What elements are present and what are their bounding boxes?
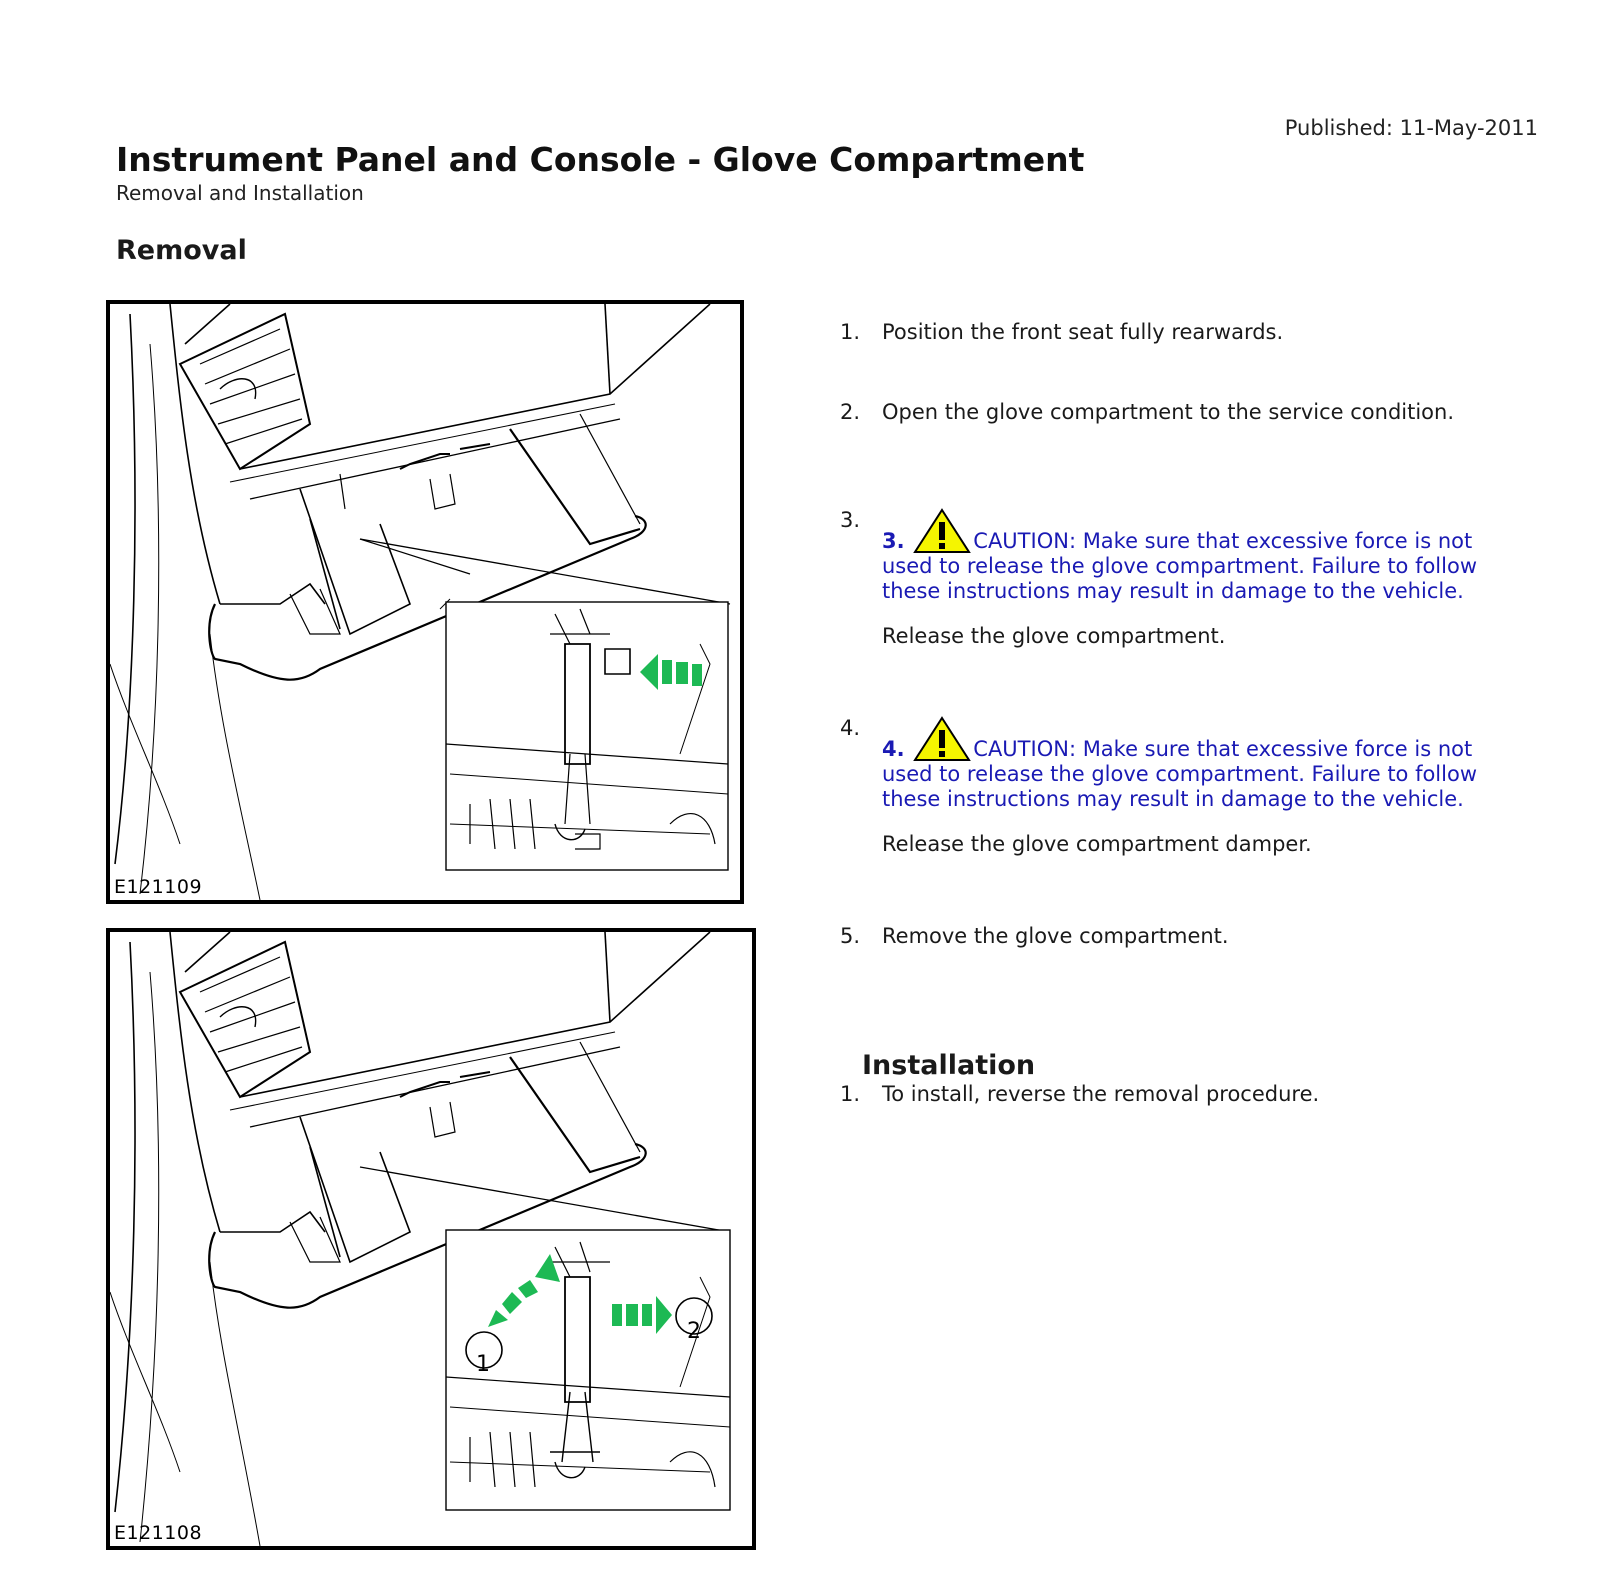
warning-triangle-icon [913, 508, 972, 553]
page-title: Instrument Panel and Console - Glove Com… [116, 140, 1085, 179]
step-text: Position the front seat fully rearwards. [882, 320, 1284, 344]
step-number: 2. [840, 400, 861, 424]
pull-direction-arrow [612, 1296, 672, 1334]
caution-step-label: 4. [882, 737, 905, 761]
step-text: Remove the glove compartment. [882, 924, 1229, 948]
release-direction-arrow [640, 654, 702, 690]
step-text: To install, reverse the removal procedur… [882, 1082, 1320, 1106]
step-text: Release the glove compartment. [882, 624, 1226, 648]
caution-message: CAUTION: Make sure that excessive force … [882, 529, 1478, 603]
step-text: Release the glove compartment damper. [882, 832, 1312, 856]
warning-triangle-icon [913, 716, 972, 761]
step-number: 3. [840, 508, 861, 532]
figure-glove-compartment-damper: 1 2 E121108 [106, 928, 756, 1550]
callout-label-1: 1 [476, 1352, 490, 1377]
caution-message: CAUTION: Make sure that excessive force … [882, 737, 1478, 811]
figure-id: E121108 [114, 1522, 203, 1544]
figure-id: E121109 [114, 876, 203, 898]
caution-text: 4. CAUTION: Make sure that excessive for… [882, 716, 1522, 812]
step-text: Open the glove compartment to the servic… [882, 400, 1455, 424]
step-number: 1. [840, 1082, 861, 1106]
published-date: Published: 11-May-2011 [1284, 116, 1538, 140]
step-number: 4. [840, 716, 861, 740]
damper-illustration [110, 932, 731, 1546]
glove-compartment-illustration [110, 304, 731, 900]
caution-text: 3. CAUTION: Make sure that excessive for… [882, 508, 1522, 604]
page-subtitle: Removal and Installation [116, 181, 364, 205]
caution-step-label: 3. [882, 529, 905, 553]
callout-circle-2 [675, 1297, 713, 1335]
removal-heading: Removal [116, 235, 247, 266]
step-number: 5. [840, 924, 861, 948]
step-number: 1. [840, 320, 861, 344]
rotate-direction-arrow [488, 1254, 560, 1327]
figure-glove-compartment-release: E121109 [106, 300, 744, 904]
callout-circle-1 [465, 1331, 503, 1369]
callout-label-2: 2 [687, 1319, 701, 1344]
installation-heading: Installation [862, 1050, 1036, 1081]
